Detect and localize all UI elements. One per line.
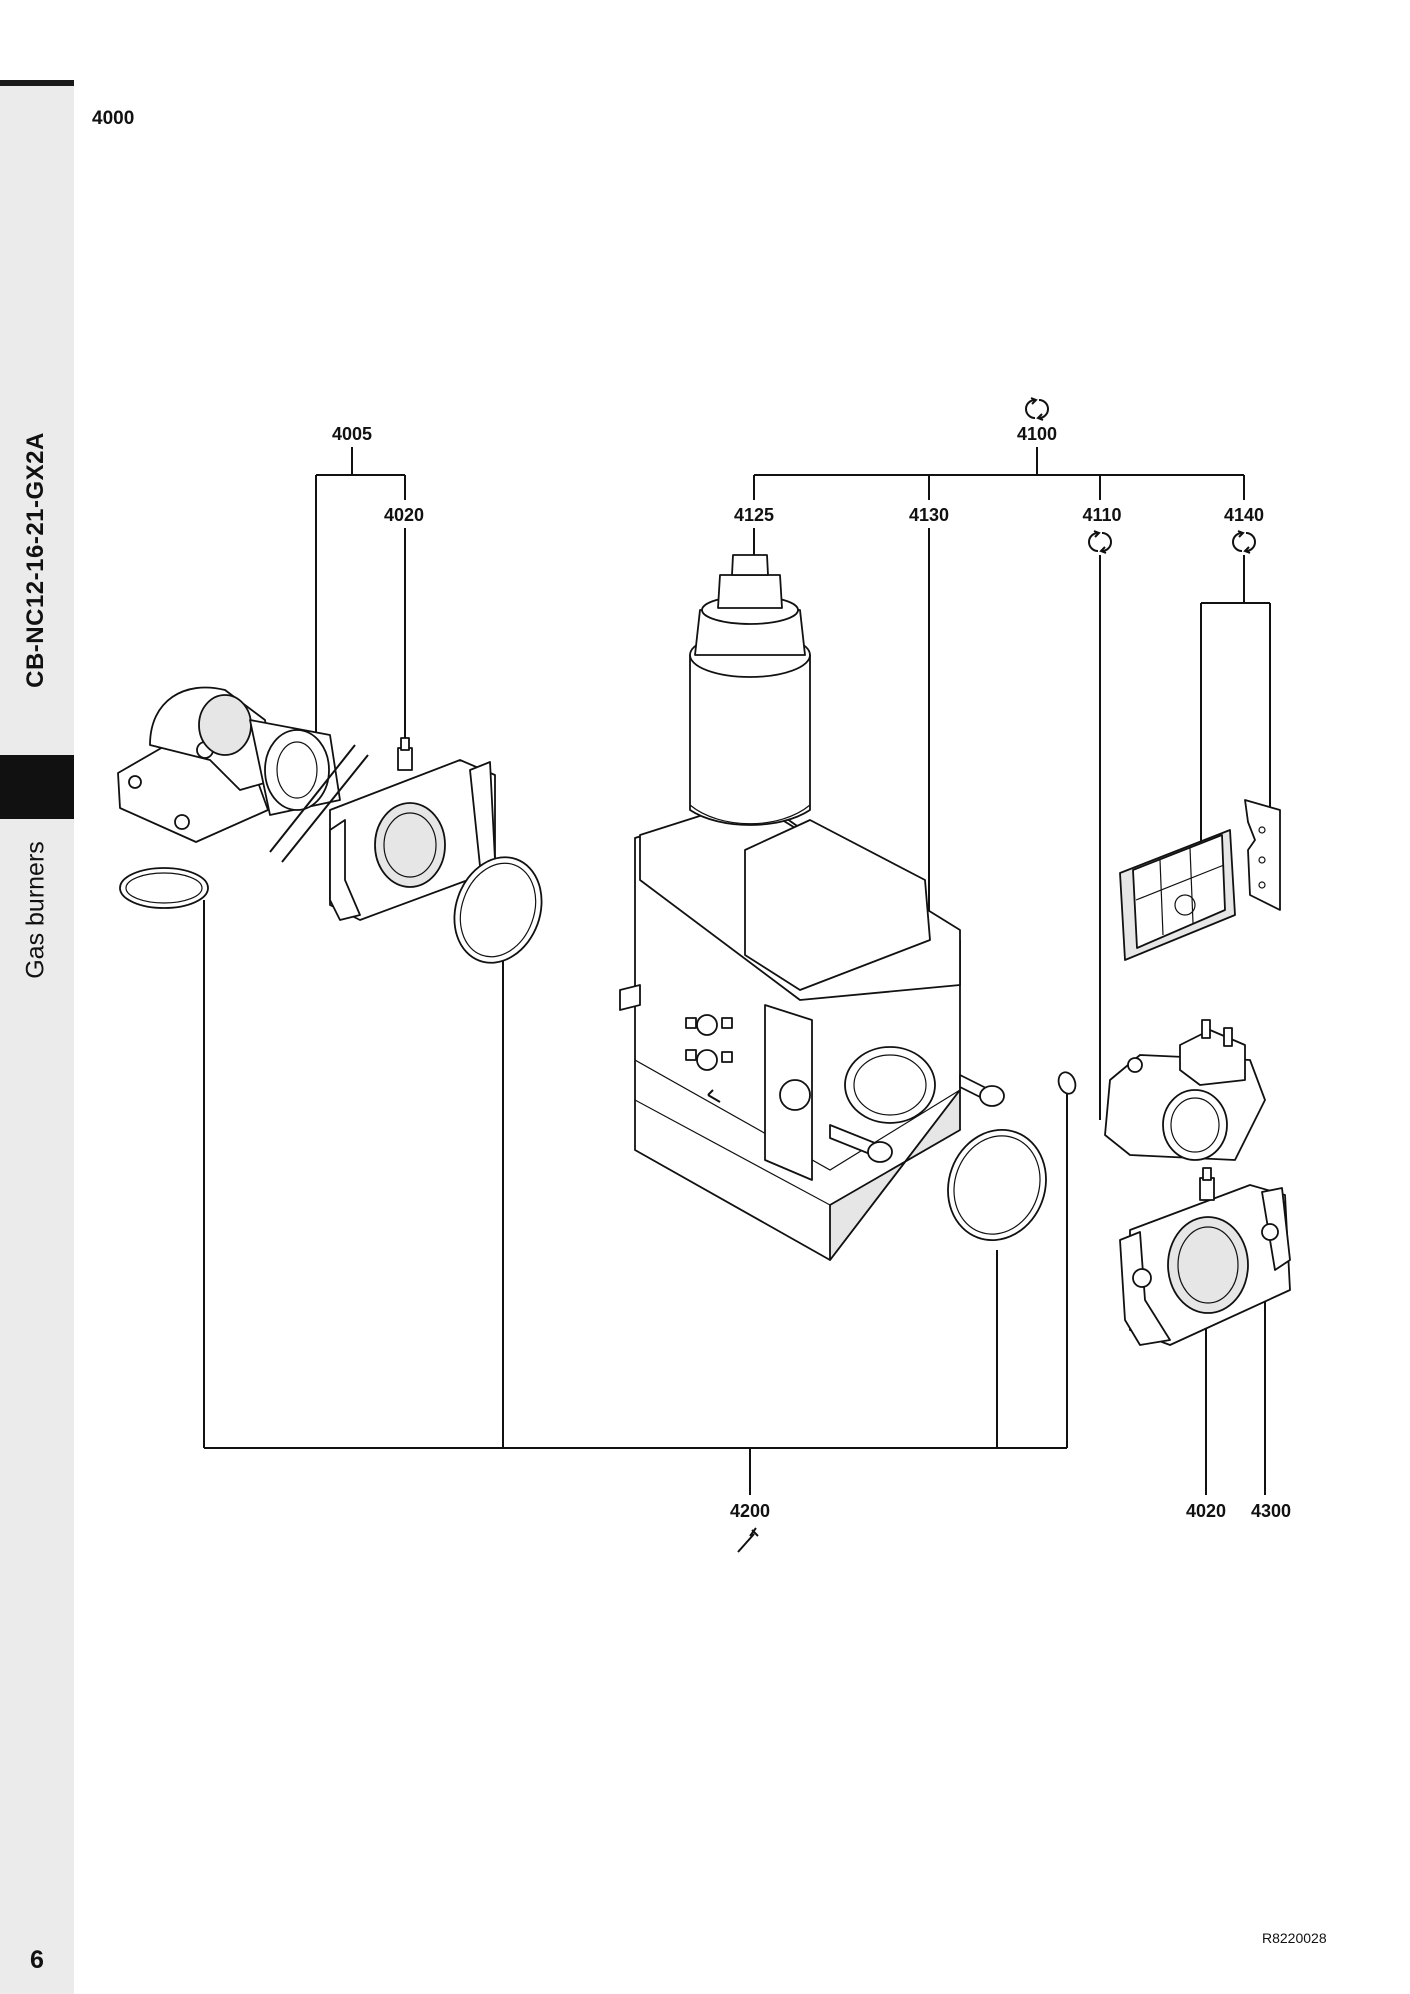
label-4300: 4300 [1251,1501,1291,1521]
sidebar-top-bar [0,80,74,86]
o-ring-large-right [947,1128,1047,1242]
page-number: 6 [30,1946,44,1974]
sidebar-marker [0,755,74,819]
open-circle-arrows-icon [1088,530,1112,554]
part-gas-valve-body [619,554,1005,1261]
section-code: 4000 [92,108,135,129]
o-ring-large-left [453,856,543,964]
label-4200: 4200 [730,1501,770,1521]
label-4005: 4005 [332,424,372,444]
part-pressure-module [1104,1019,1266,1161]
sidebar-band [0,83,74,1994]
o-ring-small [119,867,209,909]
label-4100: 4100 [1017,424,1057,444]
part-outlet-flange [1119,1167,1291,1346]
open-circle-arrows-icon [1025,397,1049,421]
label-4125: 4125 [734,505,774,525]
label-4110: 4110 [1082,505,1121,525]
label-4020-top: 4020 [384,505,424,525]
part-elbow-adapter [117,686,496,921]
part-filter-insert [1119,829,1236,961]
document-reference: R8220028 [1262,1930,1327,1946]
part-mounting-bracket [1244,799,1281,911]
o-ring-small-seal [1057,1071,1077,1095]
label-4130: 4130 [909,505,949,525]
label-4140: 4140 [1224,505,1264,525]
open-circle-arrows-icon [1232,530,1256,554]
label-4020-bottom: 4020 [1186,1501,1226,1521]
wrench-icon [737,1527,759,1553]
